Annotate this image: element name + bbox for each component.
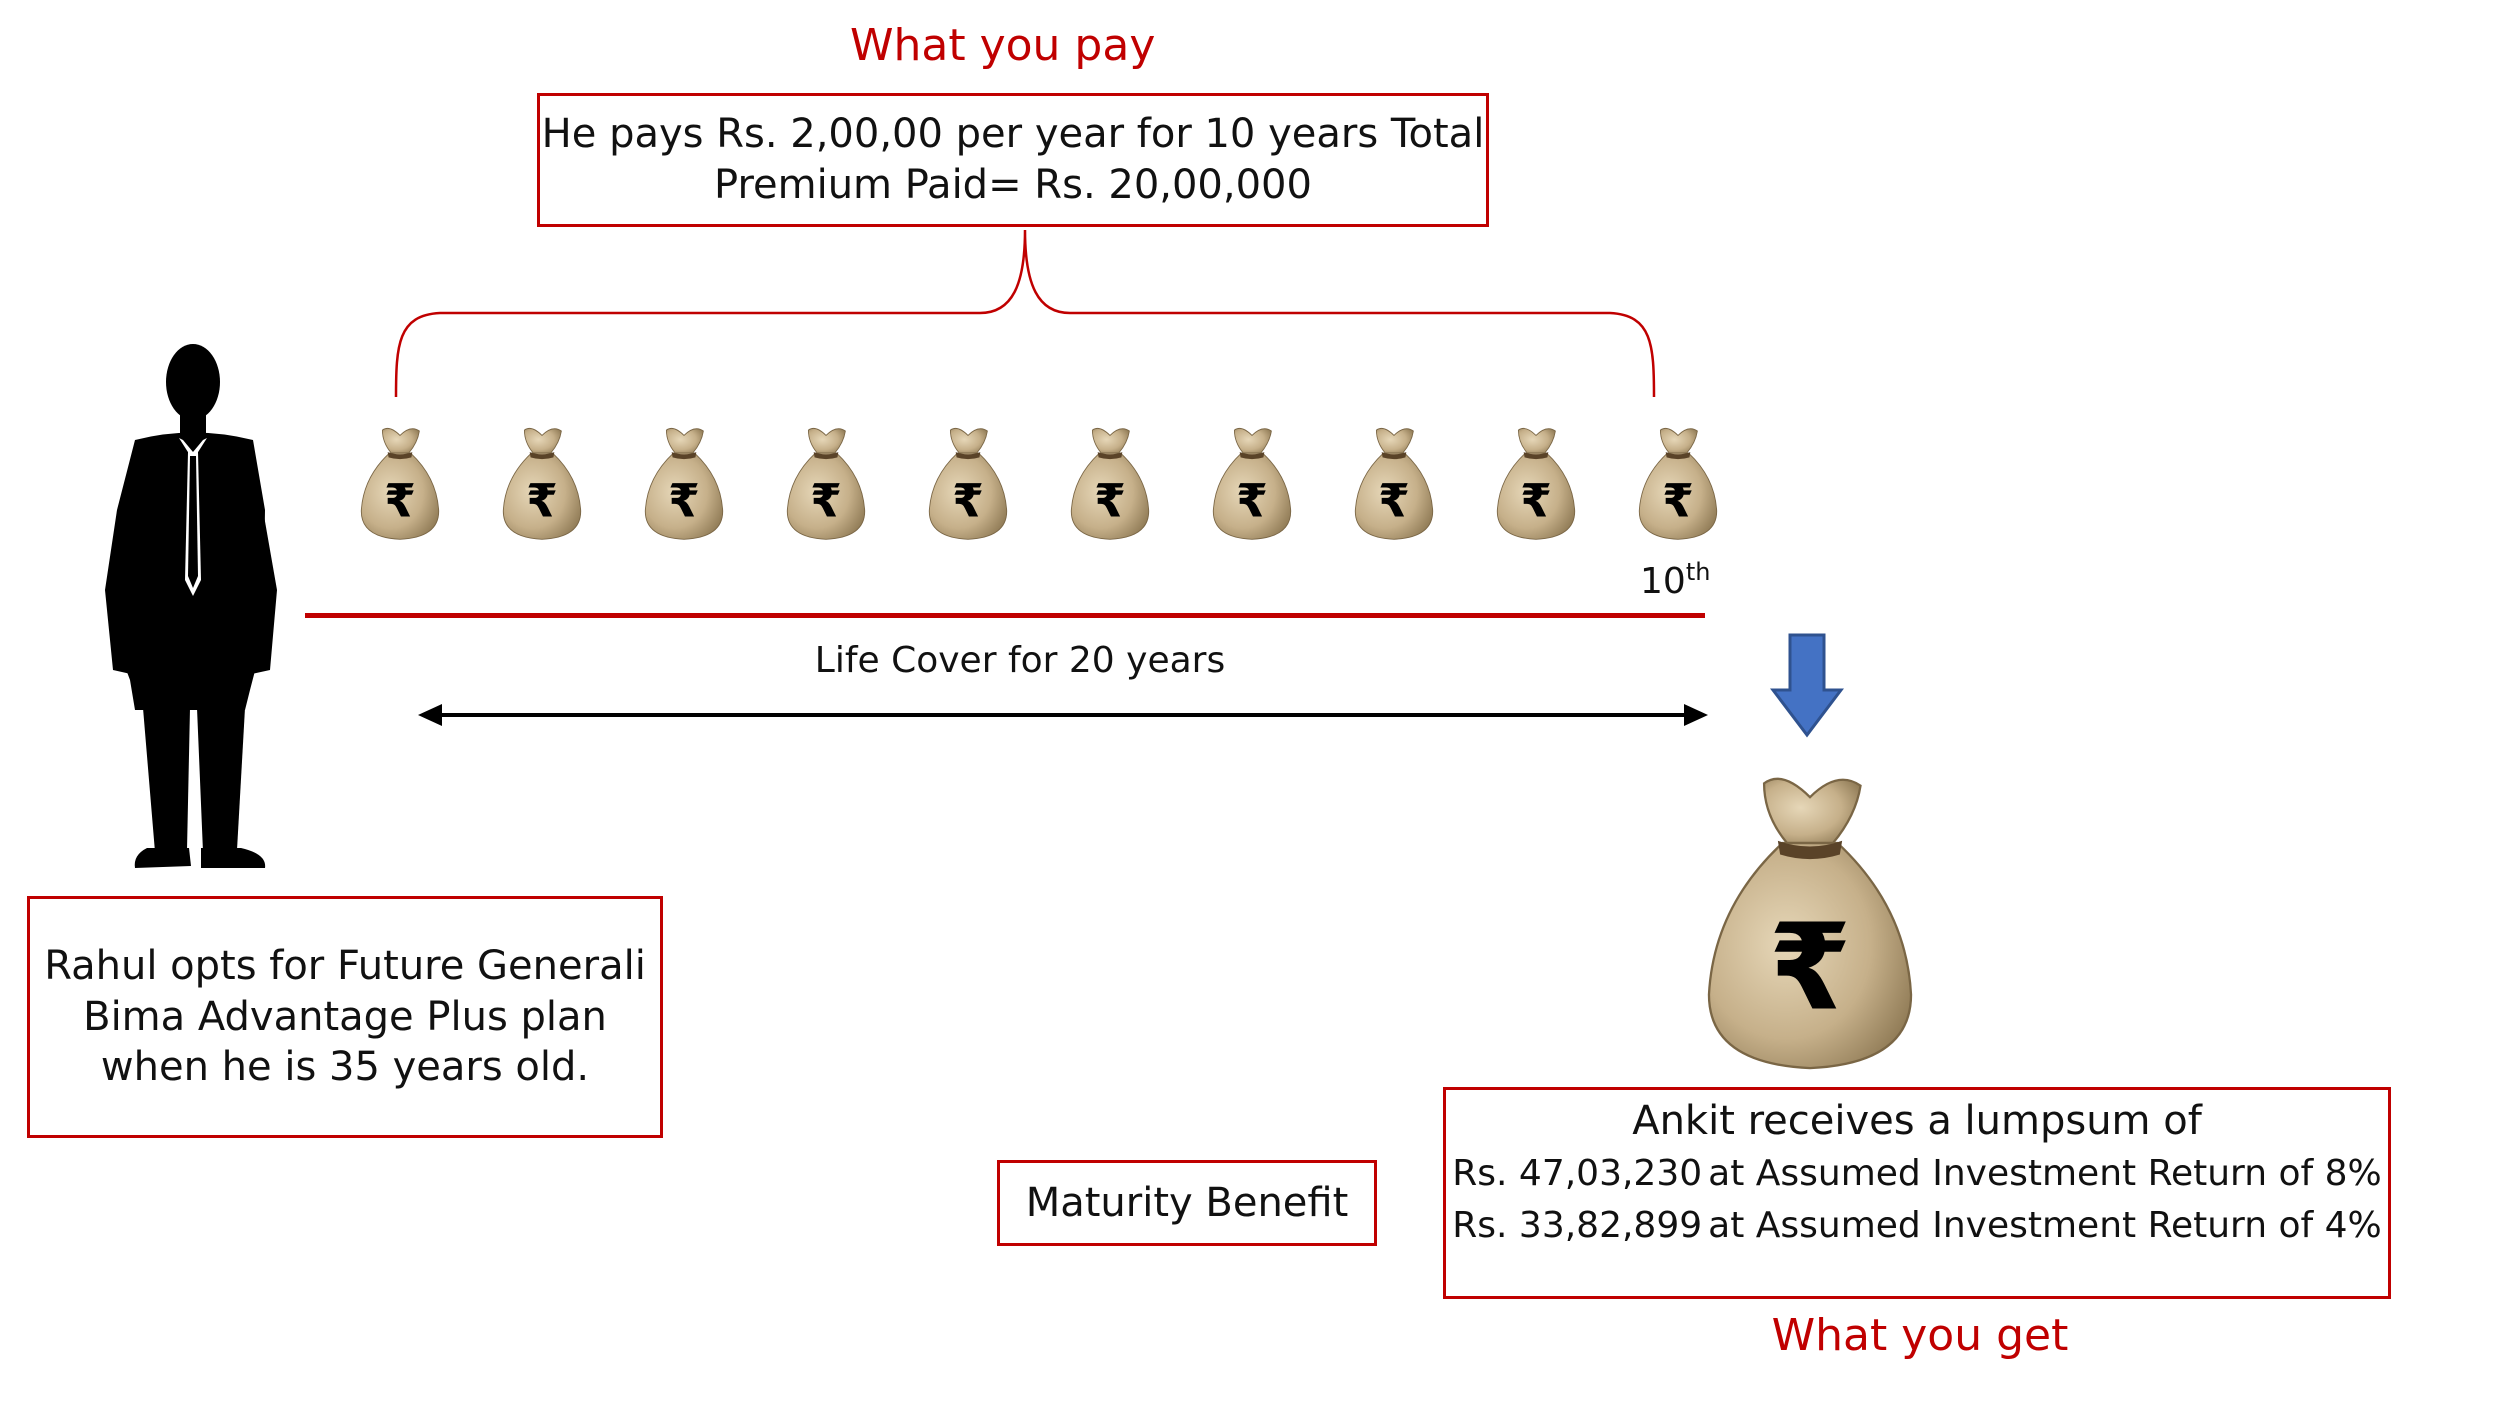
svg-text:₹: ₹ [952, 474, 984, 527]
rupee-money-bag-icon: ₹ [1492, 420, 1580, 545]
payout-title: Ankit receives a lumpsum of [1632, 1094, 2202, 1148]
what-you-pay-heading: What you pay [850, 20, 1150, 71]
rupee-money-bag-icon: ₹ [1208, 420, 1296, 545]
maturity-benefit-box: Maturity Benefit [997, 1160, 1377, 1246]
tenth-suffix: th [1686, 558, 1711, 586]
rupee-money-bag-icon: ₹ [1350, 420, 1438, 545]
svg-text:₹: ₹ [384, 474, 416, 527]
payout-amount-8pct: Rs. 47,03,230 [1452, 1153, 1702, 1194]
tenth-installment-label: 10th [1640, 558, 1710, 602]
svg-text:₹: ₹ [1662, 474, 1694, 527]
payout-amount-4pct: Rs. 33,82,899 [1452, 1205, 1702, 1246]
svg-text:₹: ₹ [810, 474, 842, 527]
rupee-money-bag-icon: ₹ [1066, 420, 1154, 545]
person-line-3: when he is 35 years old. [101, 1042, 589, 1093]
rupee-money-bag-icon: ₹ [498, 420, 586, 545]
rupee-money-bag-icon: ₹ [924, 420, 1012, 545]
premium-box: He pays Rs. 2,00,00 per year for 10 year… [537, 93, 1489, 227]
person-line-1: Rahul opts for Future Generali [44, 941, 646, 992]
payout-box: Ankit receives a lumpsum of Rs. 47,03,23… [1443, 1087, 2391, 1299]
svg-text:₹: ₹ [526, 474, 558, 527]
rupee-money-bag-icon: ₹ [640, 420, 728, 545]
payout-text-4pct: at Assumed Investment Return of 4% [1708, 1205, 2382, 1246]
person-line-2: Bima Advantage Plus plan [83, 992, 607, 1043]
businessman-silhouette-icon [95, 340, 285, 880]
person-description-box: Rahul opts for Future Generali Bima Adva… [27, 896, 663, 1138]
what-you-get-heading: What you get [1770, 1310, 2070, 1361]
payout-text-8pct: at Assumed Investment Return of 8% [1708, 1153, 2382, 1194]
maturity-money-bag-icon: ₹ [1695, 765, 1925, 1075]
premium-line-2: Premium Paid= Rs. 20,00,000 [714, 160, 1312, 211]
rupee-money-bag-icon: ₹ [1634, 420, 1722, 545]
svg-text:₹: ₹ [1236, 474, 1268, 527]
rupee-money-bag-icon: ₹ [356, 420, 444, 545]
blue-down-arrow-icon [1770, 632, 1844, 738]
svg-text:₹: ₹ [668, 474, 700, 527]
svg-text:₹: ₹ [1520, 474, 1552, 527]
premium-timeline-line [305, 613, 1705, 618]
life-cover-double-arrow [418, 700, 1708, 730]
premium-line-1: He pays Rs. 2,00,00 per year for 10 year… [542, 109, 1485, 160]
life-cover-label: Life Cover for 20 years [720, 640, 1320, 681]
rupee-money-bag-icon: ₹ [782, 420, 870, 545]
svg-text:₹: ₹ [1378, 474, 1410, 527]
premium-brace [380, 225, 1680, 405]
svg-text:₹: ₹ [1768, 898, 1851, 1037]
svg-text:₹: ₹ [1094, 474, 1126, 527]
tenth-number: 10 [1640, 561, 1686, 602]
maturity-benefit-label: Maturity Benefit [1026, 1180, 1349, 1226]
